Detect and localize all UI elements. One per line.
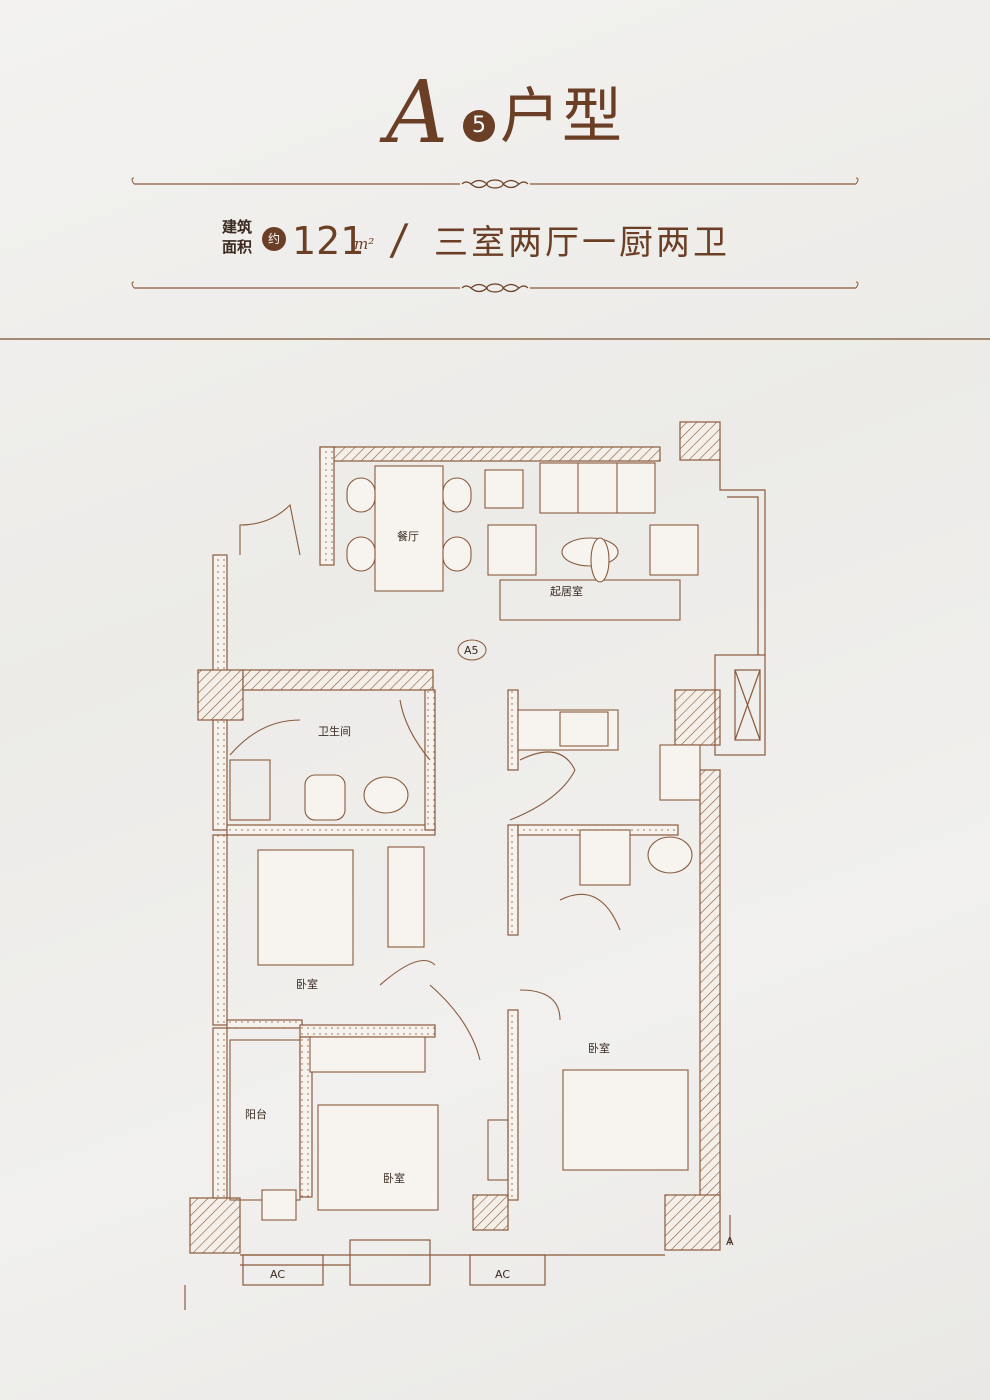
separator-slash: / (388, 215, 410, 264)
area-value: 121 (292, 219, 365, 263)
hatched-walls (189, 421, 766, 1254)
approx-badge: 约 (262, 227, 286, 251)
area-label: 建筑 面积 (222, 218, 253, 256)
title-block: A 5 户型 (0, 70, 990, 160)
wall-outlines (184, 460, 766, 1310)
room-label-dining: 餐厅 (397, 529, 419, 543)
section-divider (0, 338, 990, 340)
unit-tag: A5 (464, 644, 479, 657)
unit-type-title: 户型 (500, 82, 624, 152)
top-ornament-rule (131, 177, 859, 189)
room-label-bedroom-bottom: 卧室 (383, 1171, 405, 1185)
bottom-ornament-rule (131, 281, 859, 293)
doors (229, 503, 621, 1061)
room-label-bedroom-left: 卧室 (296, 977, 318, 991)
furniture (229, 462, 701, 1221)
floor-plan: 餐厅 起居室 A5 卫生间 卧室 卧室 卧室 阳台 AC AC A (184, 421, 766, 1310)
room-label-bedroom-right: 卧室 (588, 1041, 610, 1055)
ac-unit-label-left: AC (270, 1268, 285, 1281)
room-label-living: 起居室 (550, 584, 583, 598)
ac-unit-label-right: AC (495, 1268, 510, 1281)
room-label-balcony: 阳台 (245, 1107, 267, 1121)
area-unit: m² (354, 235, 375, 253)
room-layout-text: 三室两厅一厨两卫 (434, 223, 730, 263)
room-label-bathroom: 卫生间 (318, 724, 351, 738)
area-info-row: 建筑 面积 约 121 m² / 三室两厅一厨两卫 (0, 215, 990, 265)
unit-number-badge: 5 (463, 110, 495, 142)
unit-tag-marker: A5 (457, 639, 487, 661)
north-marker: A (726, 1235, 734, 1248)
unit-type-letter: A (386, 63, 449, 163)
